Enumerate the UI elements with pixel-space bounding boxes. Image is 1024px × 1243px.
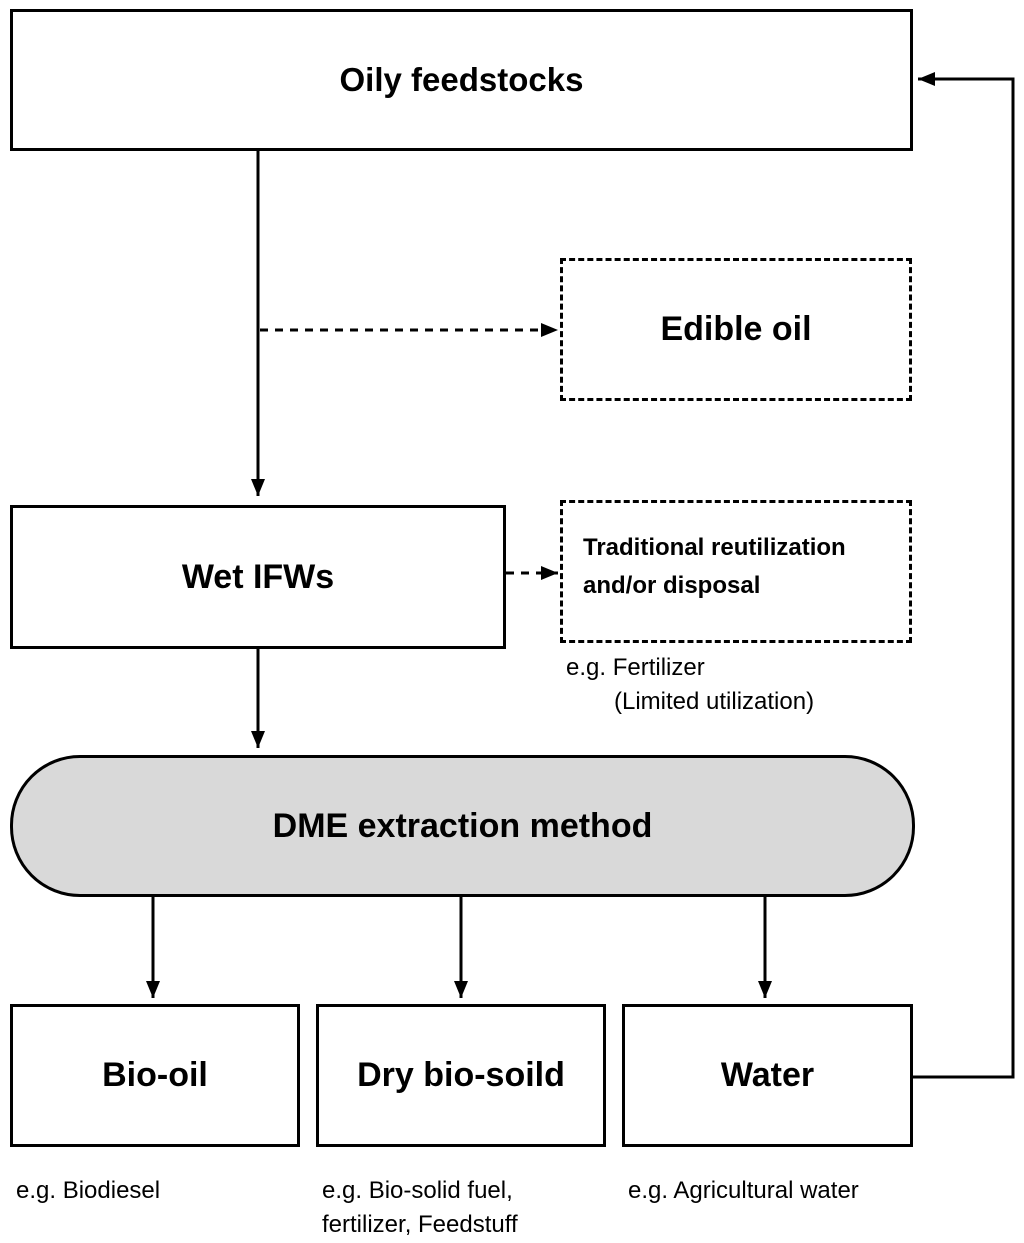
bio-oil-example: e.g. Biodiesel (16, 1177, 161, 1204)
bio-solid-example-note: e.g. Bio-solid fuel, fertilizer, Feedstu… (322, 1174, 518, 1242)
dry-bio-solid-label: Dry bio-soild (357, 1056, 565, 1094)
arrow-water-recycle-to-feedstocks (912, 72, 1015, 1079)
dme-extraction-method-label: DME extraction method (272, 806, 653, 845)
traditional-label-line1: Traditional reutilization (583, 533, 846, 561)
edible-oil-box: Edible oil (560, 258, 912, 401)
traditional-label-line2: and/or disposal (583, 571, 761, 599)
edible-oil-label: Edible oil (660, 310, 812, 348)
oily-feedstocks-label: Oily feedstocks (339, 61, 584, 98)
bio-oil-label: Bio-oil (102, 1056, 208, 1094)
water-label: Water (720, 1056, 815, 1094)
traditional-reutilization-box: Traditional reutilization and/or disposa… (560, 500, 912, 643)
bio-oil-example-note: e.g. Biodiesel (16, 1174, 160, 1208)
bio-oil-box: Bio-oil (10, 1004, 300, 1147)
bio-solid-example-line2: fertilizer, Feedstuff (322, 1211, 518, 1238)
bio-solid-example-line1: e.g. Bio-solid fuel, (322, 1177, 513, 1204)
wet-ifws-box: Wet IFWs (10, 505, 506, 649)
water-box: Water (622, 1004, 913, 1147)
oily-feedstocks-box: Oily feedstocks (10, 9, 913, 151)
dme-extraction-method-process: DME extraction method (10, 755, 915, 897)
fertilizer-note-line1: e.g. Fertilizer (566, 654, 705, 681)
dry-bio-solid-box: Dry bio-soild (316, 1004, 606, 1147)
water-example: e.g. Agricultural water (628, 1177, 859, 1204)
fertilizer-note-line2: (Limited utilization) (614, 688, 815, 715)
wet-ifws-label: Wet IFWs (181, 557, 335, 596)
water-example-note: e.g. Agricultural water (628, 1174, 859, 1208)
fertilizer-note: e.g. Fertilizer (Limited utilization) (566, 651, 814, 719)
